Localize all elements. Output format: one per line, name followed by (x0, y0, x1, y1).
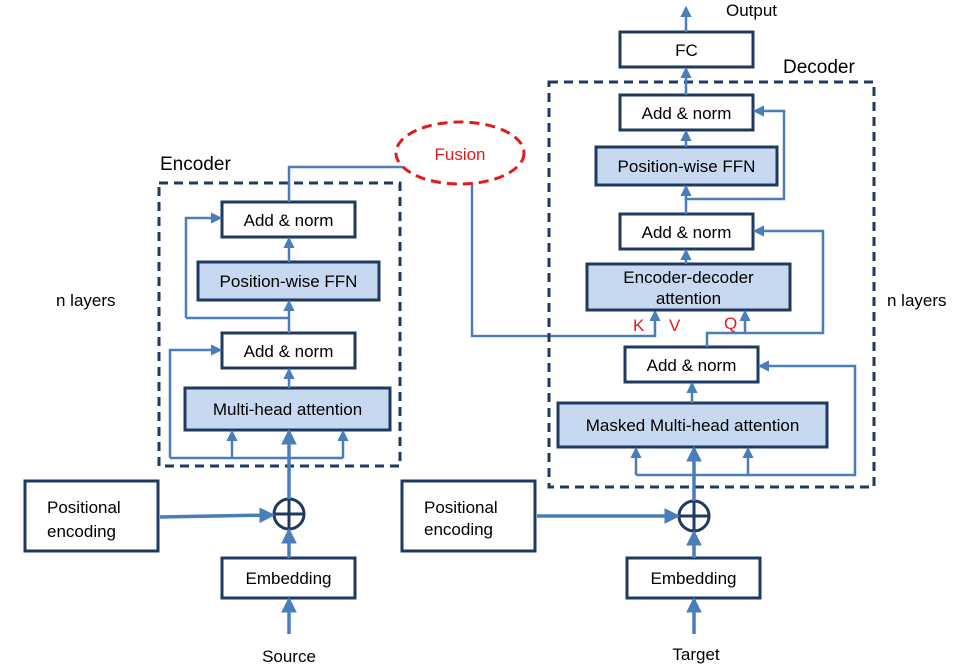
encoder-positional-encoding-line1: Positional (47, 498, 121, 517)
decoder-positional-encoding-line1: Positional (424, 498, 498, 517)
encoder-title: Encoder (160, 154, 231, 175)
query-label: Q (724, 314, 737, 333)
decoder-fc-label: FC (675, 41, 698, 60)
encoder-arrows (159, 165, 661, 634)
decoder-encoder-decoder-attention-line2: attention (656, 289, 721, 308)
decoder-target-label: Target (672, 645, 720, 664)
decoder-add-norm-mid (618, 212, 755, 251)
encoder-multihead-attention-label: Multi-head attention (213, 400, 362, 419)
encoder-source-label: Source (262, 647, 316, 666)
decoder-add-norm-top-label: Add & norm (642, 104, 732, 123)
decoder-positional-encoding-line2: encoding (424, 520, 493, 539)
decoder-ffn (594, 145, 779, 187)
decoder-encoder-decoder-attention-line1: Encoder-decoder (623, 268, 754, 287)
encoder-ffn-label: Position-wise FFN (220, 272, 358, 291)
decoder-ffn-label: Position-wise FFN (618, 157, 756, 176)
fusion-ellipse (394, 120, 526, 186)
decoder-arrows (537, 5, 857, 634)
decoder-masked-multihead-attention-label: Masked Multi-head attention (586, 416, 800, 435)
decoder-add-norm-mid-label: Add & norm (642, 223, 732, 242)
encoder-embedding (220, 556, 357, 600)
encoder-n-layers-label: n layers (56, 291, 116, 310)
encoder-add-norm-bottom-label: Add & norm (244, 342, 334, 361)
encoder-ffn (196, 260, 381, 302)
decoder-add-norm-bottom-label: Add & norm (647, 356, 737, 375)
fusion-label: Fusion (434, 145, 485, 164)
encoder-positional-encoding (23, 479, 160, 553)
encoder-embedding-label: Embedding (245, 569, 331, 588)
decoder-positional-encoding (400, 479, 537, 553)
encoder-layer-box (157, 181, 402, 468)
key-label: K (633, 316, 645, 335)
decoder-encoder-decoder-attention (585, 262, 792, 312)
encoder-positional-encoding-line2: encoding (47, 522, 116, 541)
decoder-embedding-label: Embedding (650, 569, 736, 588)
decoder-output-label: Output (726, 1, 777, 20)
decoder-layer-box (547, 80, 876, 489)
decoder-title: Decoder (783, 57, 855, 78)
encoder-add-norm-top-label: Add & norm (244, 211, 334, 230)
value-label: V (669, 316, 681, 335)
decoder-sum-symbol (677, 499, 711, 533)
encoder-sum-symbol (272, 497, 306, 531)
decoder-n-layers-label: n layers (887, 291, 947, 310)
